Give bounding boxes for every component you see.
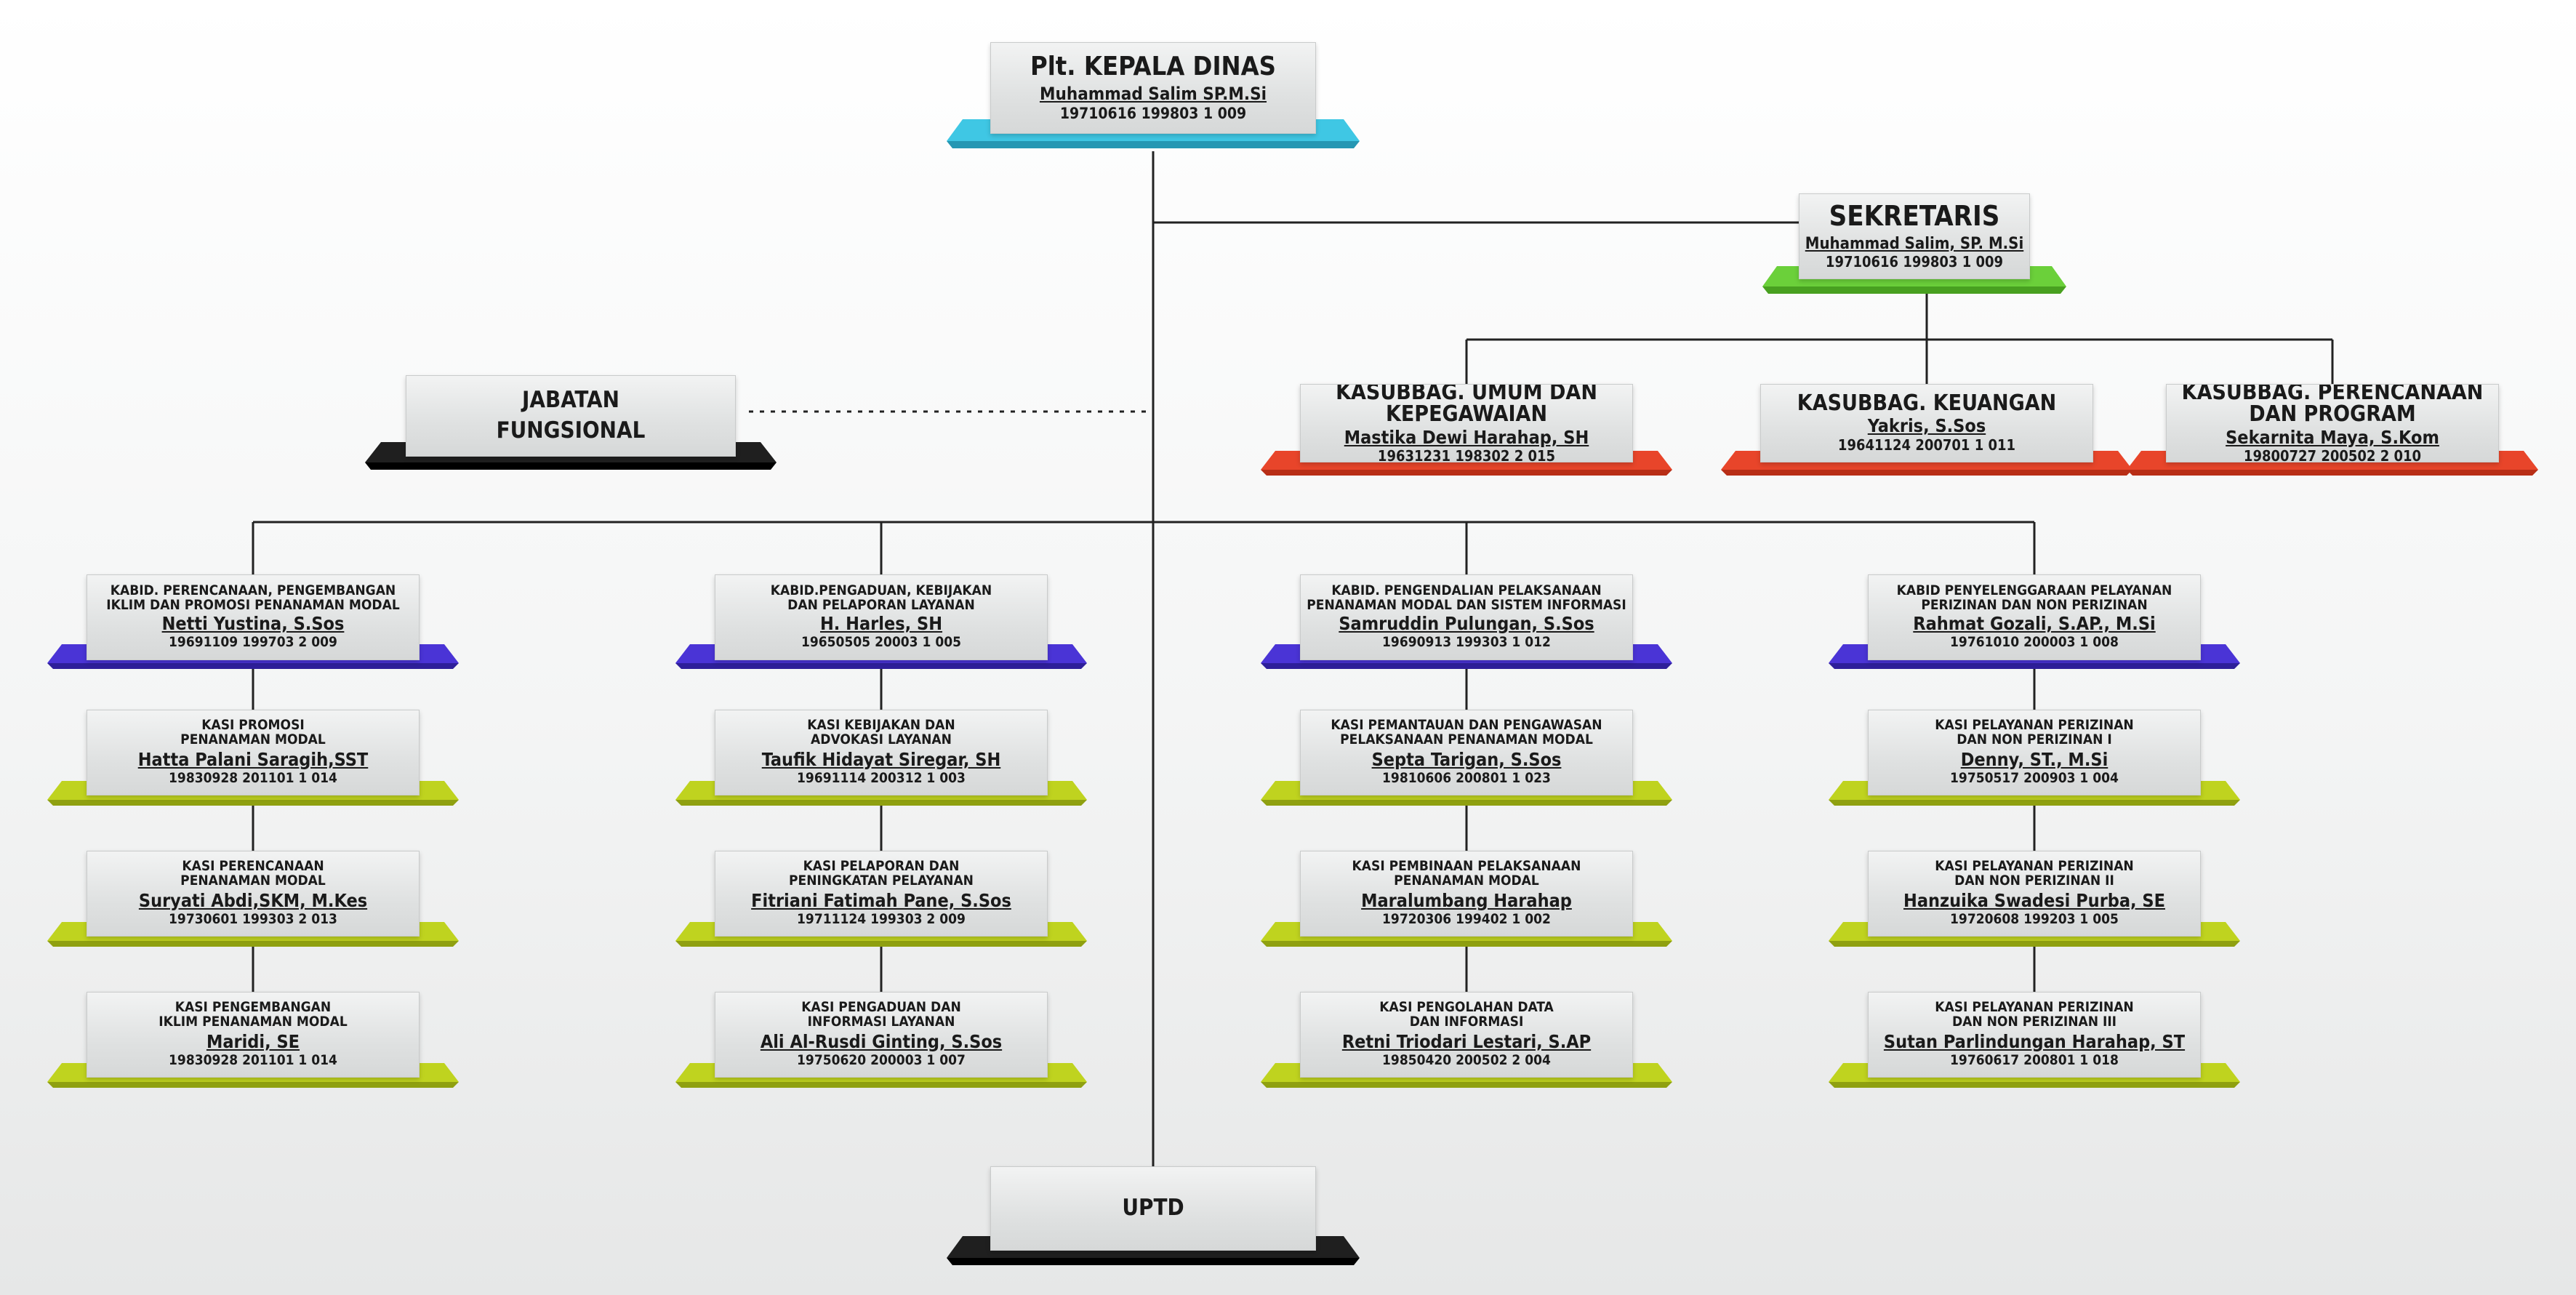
node-card: KASI PELAYANAN PERIZINAN DAN NON PERIZIN… [1868,851,2201,937]
node-title: KASI PENGEMBANGAN IKLIM PENANAMAN MODAL [159,999,348,1030]
node-title: KASI PROMOSI PENANAMAN MODAL [180,717,326,747]
node-nip: 19690913 199303 1 012 [1382,633,1551,650]
node-card: Plt. KEPALA DINAS Muhammad Salim SP.M.Si… [990,42,1316,134]
node-title: KASI PELAYANAN PERIZINAN DAN NON PERIZIN… [1935,999,2134,1030]
node-nip: 19641124 200701 1 011 [1837,436,2016,454]
node-title: KASUBBAG. KEUANGAN [1797,390,2057,416]
node-nip: 19720306 199402 1 002 [1382,910,1551,927]
node-card: KASI PEMBINAAN PELAKSANAAN PENANAMAN MOD… [1300,851,1633,937]
node-name: Septa Tarigan, S.Sos [1371,749,1562,771]
node-name: Rahmat Gozali, S.AP., M.Si [1913,613,2156,635]
node-nip: 19650505 20003 1 005 [801,633,962,650]
node-card: KABID PENYELENGGARAAN PELAYANAN PERIZINA… [1868,574,2201,660]
node-title: KABID. PENGENDALIAN PELAKSANAAN PENANAMA… [1307,582,1626,613]
node-title: KASI PEMANTAUAN DAN PENGAWASAN PELAKSANA… [1331,717,1602,747]
node-name: Samruddin Pulungan, S.Sos [1339,613,1594,635]
node-title: KABID.PENGADUAN, KEBIJAKAN DAN PELAPORAN… [770,582,992,613]
node-card: JABATAN FUNGSIONAL [406,375,736,457]
node-nip: 19710616 199803 1 009 [1059,105,1247,123]
node-title: KABID. PERENCANAAN, PENGEMBANGAN IKLIM D… [106,582,400,613]
node-name: Yakris, S.Sos [1867,415,1986,437]
node-name: Sekarnita Maya, S.Kom [2226,426,2439,448]
node-title: SEKRETARIS [1829,200,2000,233]
node-card: KASI PELAPORAN DAN PENINGKATAN PELAYANAN… [715,851,1048,937]
node-name: Muhammad Salim, SP. M.Si [1805,235,2024,254]
node-title: KASI PEMBINAAN PELAKSANAAN PENANAMAN MOD… [1352,858,1581,889]
node-name: Muhammad Salim SP.M.Si [1039,84,1267,105]
node-name: Denny, ST., M.Si [1960,749,2108,771]
node-nip: 19730601 199303 2 013 [169,910,337,927]
node-nip: 19691109 199703 2 009 [169,633,337,650]
node-nip: 19760617 200801 1 018 [1950,1051,2119,1068]
node-nip: 19750517 200903 1 004 [1950,769,2119,786]
node-name: H. Harles, SH [819,613,943,635]
node-title: KASI PELAPORAN DAN PENINGKATAN PELAYANAN [788,858,974,889]
node-title: KASI PERENCANAAN PENANAMAN MODAL [180,858,326,889]
node-name: Hanzuika Swadesi Purba, SE [1903,890,2165,912]
node-nip: 19830928 201101 1 014 [169,769,337,786]
node-title: KASUBBAG. UMUM DAN KEPEGAWAIAN [1336,384,1597,428]
node-nip: 19631231 198302 2 015 [1377,447,1556,462]
node-title: KASI PENGADUAN DAN INFORMASI LAYANAN [801,999,961,1030]
node-nip: 19800727 200502 2 010 [2243,447,2422,462]
node-card: SEKRETARIS Muhammad Salim, SP. M.Si 1971… [1799,193,2030,279]
node-title: Plt. KEPALA DINAS [1030,51,1276,81]
node-title: UPTD [1122,1195,1184,1222]
node-name: Maralumbang Harahap [1361,890,1572,912]
node-card: KABID.PENGADUAN, KEBIJAKAN DAN PELAPORAN… [715,574,1048,660]
node-name: Netti Yustina, S.Sos [161,613,345,635]
node-nip: 19691114 200312 1 003 [797,769,966,786]
node-name: Taufik Hidayat Siregar, SH [761,749,1001,771]
node-card: KABID. PENGENDALIAN PELAKSANAAN PENANAMA… [1300,574,1633,660]
node-name: Ali Al-Rusdi Ginting, S.Sos [760,1031,1003,1053]
node-card: KABID. PERENCANAAN, PENGEMBANGAN IKLIM D… [87,574,420,660]
node-nip: 19710616 199803 1 009 [1825,252,2004,270]
node-name: Mastika Dewi Harahap, SH [1344,426,1589,448]
node-card: KASI PEMANTAUAN DAN PENGAWASAN PELAKSANA… [1300,710,1633,795]
node-name: Suryati Abdi,SKM, M.Kes [138,890,368,912]
node-title: KASI PELAYANAN PERIZINAN DAN NON PERIZIN… [1935,717,2134,747]
node-nip: 19750620 200003 1 007 [797,1051,966,1068]
node-nip: 19810606 200801 1 023 [1382,769,1551,786]
node-nip: 19711124 199303 2 009 [797,910,966,927]
node-name: Hatta Palani Saragih,SST [137,749,369,771]
node-title: JABATAN FUNGSIONAL [496,387,646,444]
node-name: Retni Triodari Lestari, S.AP [1341,1031,1592,1053]
node-name: Maridi, SE [206,1031,300,1053]
node-card: KASI PELAYANAN PERIZINAN DAN NON PERIZIN… [1868,710,2201,795]
node-title: KASUBBAG. PERENCANAAN DAN PROGRAM [2181,384,2484,428]
node-title: KASI PENGOLAHAN DATA DAN INFORMASI [1379,999,1554,1030]
node-name: Sutan Parlindungan Harahap, ST [1883,1031,2186,1053]
node-name: Fitriani Fatimah Pane, S.Sos [751,890,1011,912]
node-nip: 19850420 200502 2 004 [1382,1051,1551,1068]
node-title: KABID PENYELENGGARAAN PELAYANAN PERIZINA… [1896,582,2172,613]
node-title: KASI PELAYANAN PERIZINAN DAN NON PERIZIN… [1935,858,2134,889]
node-card: KASI PELAYANAN PERIZINAN DAN NON PERIZIN… [1868,992,2201,1078]
node-card: UPTD [990,1166,1316,1251]
node-nip: 19720608 199203 1 005 [1950,910,2119,927]
node-nip: 19761010 200003 1 008 [1950,633,2119,650]
node-nip: 19830928 201101 1 014 [169,1051,337,1068]
node-title: KASI KEBIJAKAN DAN ADVOKASI LAYANAN [807,717,955,747]
